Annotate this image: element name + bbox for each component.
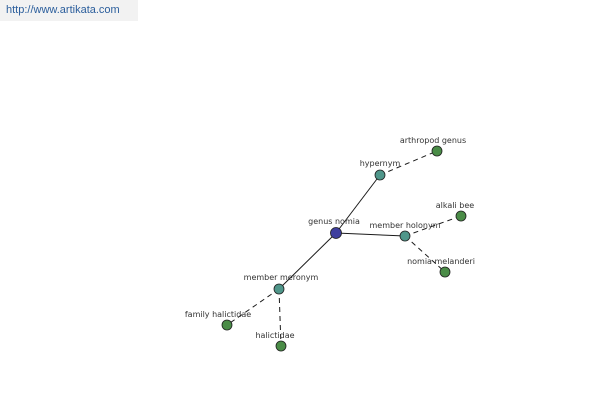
node-hypernym[interactable]: [374, 169, 386, 181]
graph-labels: genus nomia hypernym member holonym member …: [185, 136, 475, 340]
node-family-halictidae[interactable]: [221, 319, 233, 331]
node-halictidae[interactable]: [275, 340, 287, 352]
edge-genus-nomia-to-member-holonym: [335, 232, 406, 237]
edge-genus-nomia-to-hypernym: [335, 174, 381, 234]
node-label-alkali-bee: alkali bee: [436, 201, 475, 210]
graph-nodes: [221, 145, 467, 352]
node-genus-nomia[interactable]: [330, 227, 342, 239]
edge-member-meronym-to-halictidae: [278, 288, 282, 347]
node-label-member-holonym: member holonym: [369, 221, 440, 230]
node-label-halictidae: halictidae: [255, 331, 294, 340]
edge-genus-nomia-to-member-meronym: [278, 232, 337, 290]
node-label-family-halictidae: family halictidae: [185, 310, 251, 319]
node-label-genus-nomia: genus nomia: [308, 217, 360, 226]
node-alkali-bee[interactable]: [455, 210, 467, 222]
edge-hypernym-to-arthropod-genus: [379, 150, 438, 176]
node-label-member-meronym: member meronym: [244, 273, 319, 282]
node-label-nomia-melanderi: nomia melanderi: [407, 257, 475, 266]
site-url-link[interactable]: http://www.artikata.com: [0, 0, 138, 21]
node-label-hypernym: hypernym: [360, 159, 401, 168]
edge-member-holonym-to-alkali-bee: [404, 215, 462, 237]
edge-member-meronym-to-family-halictidae: [226, 288, 280, 326]
node-nomia-melanderi[interactable]: [439, 266, 451, 278]
node-label-arthropod-genus: arthropod genus: [400, 136, 466, 145]
graph-edges: [226, 150, 462, 347]
node-arthropod-genus[interactable]: [431, 145, 443, 157]
node-member-meronym[interactable]: [273, 283, 285, 295]
node-member-holonym[interactable]: [399, 230, 411, 242]
edge-member-holonym-to-nomia-melanderi: [404, 235, 446, 273]
